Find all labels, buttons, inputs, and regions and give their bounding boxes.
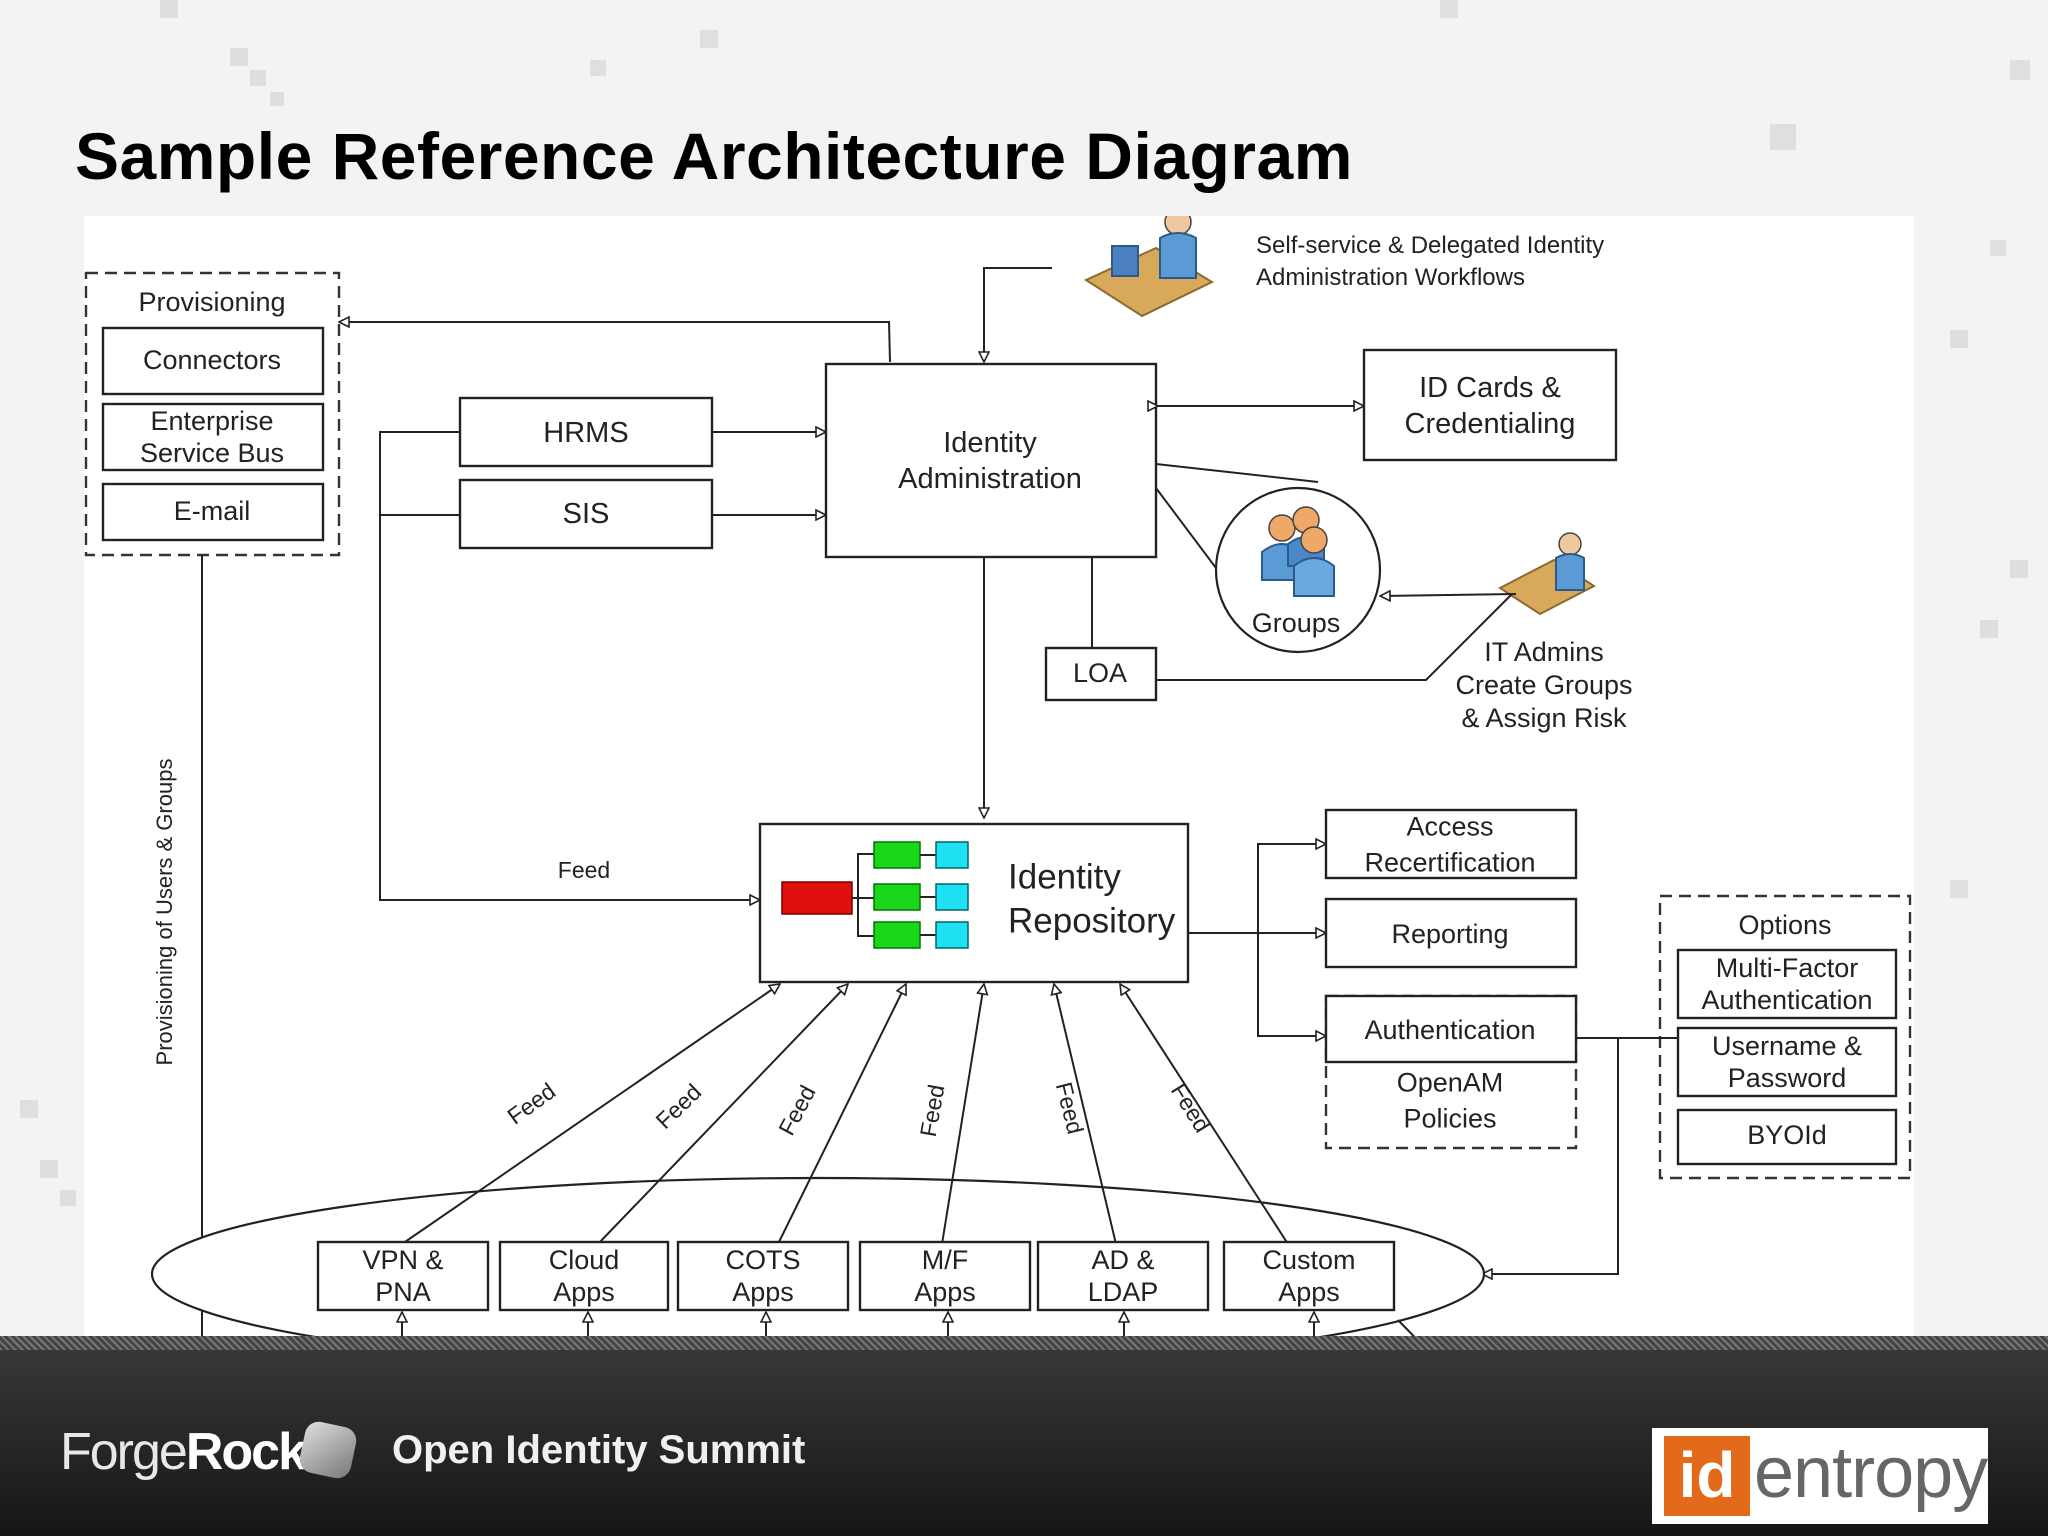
mf-apps-box xyxy=(858,1240,1032,1312)
connectors-label: Connectors xyxy=(143,345,281,375)
workflows-to-admin-connector xyxy=(984,267,1052,362)
it-admin-workstation-icon xyxy=(1498,532,1596,616)
loa-label: LOA xyxy=(1073,658,1127,688)
identropy-mark: id xyxy=(1664,1436,1750,1516)
forgerock-logo-light: Forge xyxy=(60,1423,188,1481)
provisioning-users-groups-label: Provisioning of Users & Groups xyxy=(152,759,177,1066)
provisioning-label: Provisioning xyxy=(138,287,285,317)
sis-label: SIS xyxy=(563,498,610,530)
custom-apps-box xyxy=(1222,1240,1396,1312)
groups-people-icon xyxy=(1261,506,1335,597)
byoid-box xyxy=(1676,1108,1898,1166)
cloud-feed-label: Feed xyxy=(651,1079,707,1134)
hrms-label: HRMS xyxy=(543,417,628,449)
authentication-box xyxy=(1324,994,1578,1064)
admin-to-provisioning-connector xyxy=(339,322,891,363)
repository-tree-icon xyxy=(781,841,969,949)
cots-apps-box xyxy=(676,1240,850,1312)
loa-box xyxy=(1044,646,1158,702)
access-recertification-box xyxy=(1324,808,1578,880)
ad-ldap-label: AD &LDAP xyxy=(1088,1245,1159,1307)
byoid-label: BYOId xyxy=(1747,1120,1827,1150)
id-cards-label: ID Cards &Credentialing xyxy=(1405,372,1576,440)
reporting-label: Reporting xyxy=(1391,919,1508,949)
vpn-pna-label: VPN &PNA xyxy=(362,1245,443,1307)
enterprise-service-bus-box xyxy=(101,402,325,472)
authentication-label: Authentication xyxy=(1364,1015,1535,1045)
mf-feed-arrow xyxy=(941,984,984,1245)
ldap-feed-arrow xyxy=(1054,984,1117,1245)
loa-itadmin-connector xyxy=(1156,593,1513,681)
forgerock-logo: ForgeRock xyxy=(60,1422,307,1482)
footer-stripe xyxy=(0,1336,2048,1350)
username-password-box xyxy=(1676,1026,1898,1098)
admin-workstation-icon xyxy=(1083,216,1215,318)
connectors-box xyxy=(101,326,325,396)
multi-factor-box xyxy=(1676,948,1898,1020)
cots-feed-label: Feed xyxy=(773,1081,821,1140)
vpn-feed-label: Feed xyxy=(502,1078,560,1130)
event-name: Open Identity Summit xyxy=(392,1428,806,1472)
custom-feed-arrow xyxy=(1120,984,1289,1245)
itadmin-to-groups-connector xyxy=(1380,594,1517,596)
email-label: E-mail xyxy=(174,496,251,526)
mf-feed-label: Feed xyxy=(915,1083,950,1139)
hrms-box xyxy=(458,396,714,468)
services-bracket xyxy=(1257,843,1326,1037)
groups-label: Groups xyxy=(1252,608,1341,638)
email-box xyxy=(101,482,325,542)
admin-groups-line-top xyxy=(1155,463,1319,483)
username-password-label: Username &Password xyxy=(1712,1031,1862,1093)
ad-ldap-box xyxy=(1036,1240,1210,1312)
sis-box xyxy=(458,478,714,550)
hris-feed-connector xyxy=(379,431,760,900)
vpn-pna-box xyxy=(316,1240,490,1312)
auth-to-apps-connector xyxy=(1482,1038,1619,1274)
custom-feed-label: Feed xyxy=(1166,1079,1216,1137)
identropy-wordmark: entropy xyxy=(1754,1433,1988,1513)
forgerock-logo-bold: Rock xyxy=(185,1423,307,1481)
cots-feed-arrow xyxy=(777,984,907,1245)
reporting-box xyxy=(1324,897,1578,969)
page-title: Sample Reference Architecture Diagram xyxy=(75,119,1353,193)
cloud-feed-arrow xyxy=(597,984,848,1245)
identropy-logo: id entropy xyxy=(1652,1428,1988,1524)
vpn-feed-arrow xyxy=(401,984,780,1245)
options-label: Options xyxy=(1738,910,1831,940)
hris-feed-label: Feed xyxy=(558,857,610,883)
id-cards-box xyxy=(1362,348,1618,462)
identity-administration-box xyxy=(824,362,1158,559)
ldap-feed-label: Feed xyxy=(1051,1079,1089,1136)
cloud-apps-box xyxy=(498,1240,670,1312)
